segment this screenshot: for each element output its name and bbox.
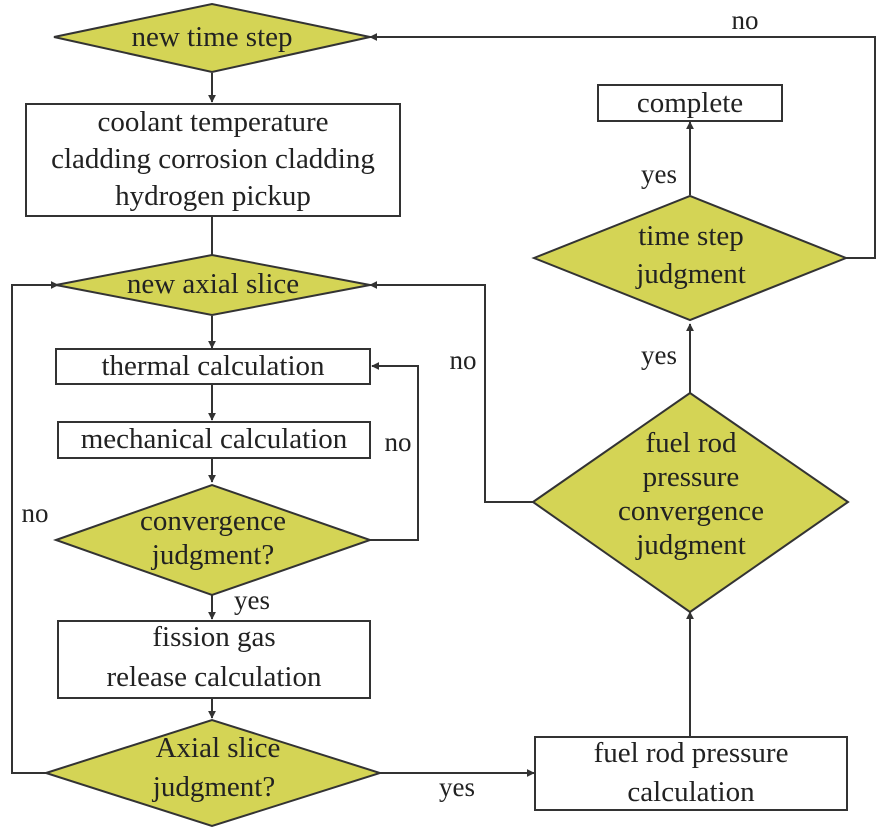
label-axial-line1: Axial slice [156,732,281,764]
label-pressure-conv-line3: convergence [618,495,764,527]
label-pressure-conv-line1: fuel rod [646,427,737,459]
edge-convergence-no-loop [370,362,419,541]
edge-label-time-no: no [732,5,759,35]
process-mechanical-calculation [57,421,371,459]
label-coolant-line1: coolant temperature [97,106,328,138]
decision-fuel-rod-pressure-convergence [531,391,850,614]
label-thermal-calculation: thermal calculation [101,350,325,382]
edge-label-convergence-yes: yes [234,585,270,615]
edge-label-time-yes: yes [641,340,677,370]
process-thermal-calculation [55,348,371,385]
edge-axialjudg-no-loop [11,281,59,774]
label-axial-line2: judgment? [152,771,275,803]
label-convergence-line1: convergence [140,505,286,537]
label-time-judg-line1: time step [638,220,744,252]
label-convergence-line2: judgment? [151,539,274,571]
label-pressure-conv-line4: judgment [635,529,746,561]
label-complete: complete [637,87,743,119]
label-pressure-conv-line2: pressure [643,461,740,493]
label-fission-line2: release calculation [107,661,322,693]
edge-label-axial-no: no [22,498,49,528]
edge-label-axial-yes: yes [439,772,475,802]
process-fuel-rod-pressure-calculation [534,736,848,811]
label-coolant-line3: hydrogen pickup [115,180,311,212]
edge-label-complete-yes: yes [641,159,677,189]
process-coolant-box [25,103,401,217]
label-time-judg-line2: judgment [635,258,746,290]
terminal-complete [597,84,783,122]
decision-new-axial-slice [55,253,371,317]
decision-axial-slice-judgment [42,718,384,828]
decision-convergence-judgment [52,483,374,597]
label-pressure-calc-line2: calculation [627,776,755,808]
label-coolant-line2: cladding corrosion cladding [51,143,375,175]
label-new-time-step: new time step [131,21,292,53]
edge-timejudg-no-loop [369,33,876,259]
edge-label-convergence-no: no [385,427,412,457]
edge-label-pressure-no: no [450,345,477,375]
label-new-axial-slice: new axial slice [127,268,299,300]
label-fission-line1: fission gas [152,621,275,653]
decision-new-time-step [53,2,371,74]
label-mechanical-calculation: mechanical calculation [81,423,348,455]
edge-pressureconv-no-loop [369,281,533,503]
process-fission-gas-release [57,620,371,699]
label-pressure-calc-line1: fuel rod pressure [594,737,789,769]
decision-time-step-judgment [531,194,849,322]
